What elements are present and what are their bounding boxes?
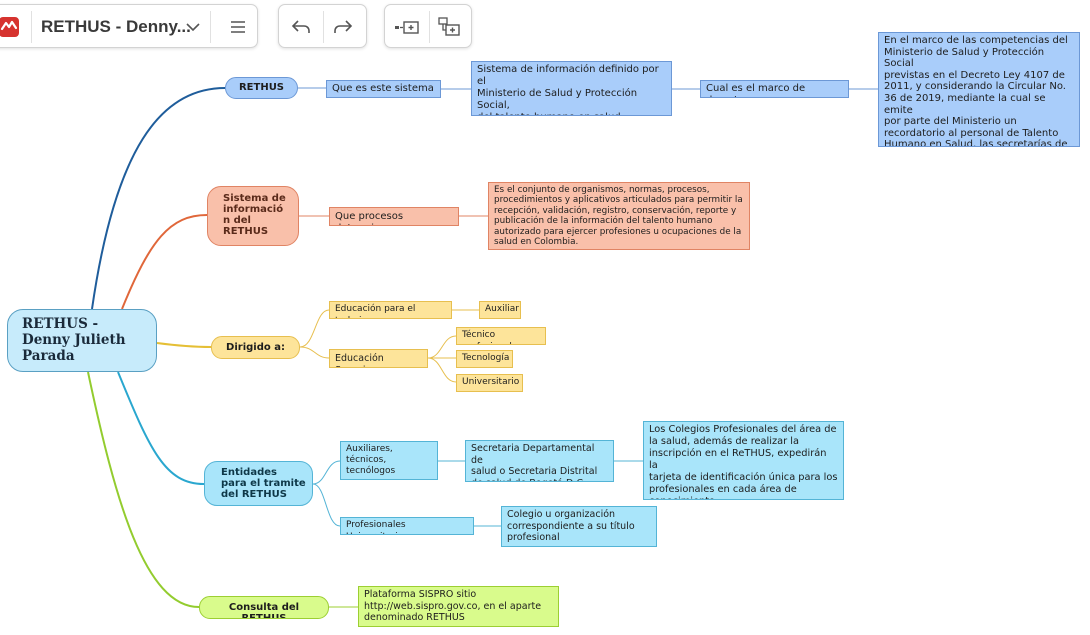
central-topic[interactable]: RETHUS - Denny Julieth Parada [7, 309, 157, 372]
branch-line-rethus [91, 87, 226, 310]
subtopic-conjunto-de-organismos[interactable]: Es el conjunto de organismos, normas, pr… [488, 182, 750, 250]
hamburger-menu-icon[interactable] [224, 13, 252, 41]
subtopic-marco-de-decreto[interactable]: Cual es el marco de decreto [700, 80, 849, 98]
subtopic-que-procesos-determina[interactable]: Que procesos determina [329, 207, 459, 226]
subtopic-auxiliares-tecnicos-tecnologos[interactable]: Auxiliares, técnicos, tecnólogos [340, 441, 438, 480]
topic-sistema-de-informacion[interactable]: Sistema de informació n del RETHUS [207, 186, 299, 246]
add-subtopic-icon[interactable] [435, 13, 463, 41]
document-toolbar: RETHUS - Denny... [0, 4, 258, 48]
subtopic-que-es-este-sistema[interactable]: Que es este sistema [326, 80, 441, 98]
subtopic-decreto-detalle[interactable]: En el marco de las competencias del Mini… [878, 32, 1080, 147]
topic-entidades-para-el-tramite[interactable]: Entidades para el tramite del RETHUS [204, 461, 313, 506]
subtopic-profesionales-universitarios[interactable]: Profesionales Universitarios [340, 517, 474, 535]
app-logo-icon[interactable] [0, 17, 19, 37]
subtopic-colegio-u-organizacion[interactable]: Colegio u organización correspondiente a… [501, 506, 657, 547]
subtopic-tecnologia[interactable]: Tecnología [456, 350, 513, 368]
subtopic-auxiliar[interactable]: Auxiliar [479, 301, 521, 319]
add-topic-icon[interactable] [393, 13, 421, 41]
subtopic-plataforma-sispro[interactable]: Plataforma SISPRO sitio http://web.sispr… [358, 586, 559, 627]
undo-icon[interactable] [287, 13, 315, 41]
subtopic-secretaria-de-salud[interactable]: Secretaria Departamental de salud o Secr… [465, 440, 614, 482]
insert-toolbar [384, 4, 472, 48]
subtopic-universitario[interactable]: Universitario [456, 374, 523, 392]
subtopic-educacion-para-el-trabajo[interactable]: Educación para el trabajo [329, 301, 452, 319]
branch-line-entidades [117, 371, 205, 485]
topic-rethus[interactable]: RETHUS [225, 77, 298, 99]
subtopic-tecnico-profesional[interactable]: Técnico profesional [456, 327, 546, 345]
chevron-down-icon[interactable] [185, 19, 201, 35]
branch-line-dirigido [156, 342, 212, 348]
branch-line-consulta [87, 371, 200, 608]
subtopic-sistema-de-informacion[interactable]: Sistema de información definido por el M… [471, 61, 672, 116]
topic-consulta-del-rethus[interactable]: Consulta del RETHUS [199, 596, 329, 619]
history-toolbar [278, 4, 367, 48]
branch-line-sistema [121, 214, 208, 310]
redo-icon[interactable] [329, 13, 357, 41]
subtopic-colegios-profesionales[interactable]: Los Colegios Profesionales del área de l… [643, 421, 844, 500]
document-title[interactable]: RETHUS - Denny... [41, 17, 191, 36]
subtopic-educacion-superior[interactable]: Educación Superior [329, 349, 428, 368]
topic-dirigido-a[interactable]: Dirigido a: [211, 336, 300, 359]
